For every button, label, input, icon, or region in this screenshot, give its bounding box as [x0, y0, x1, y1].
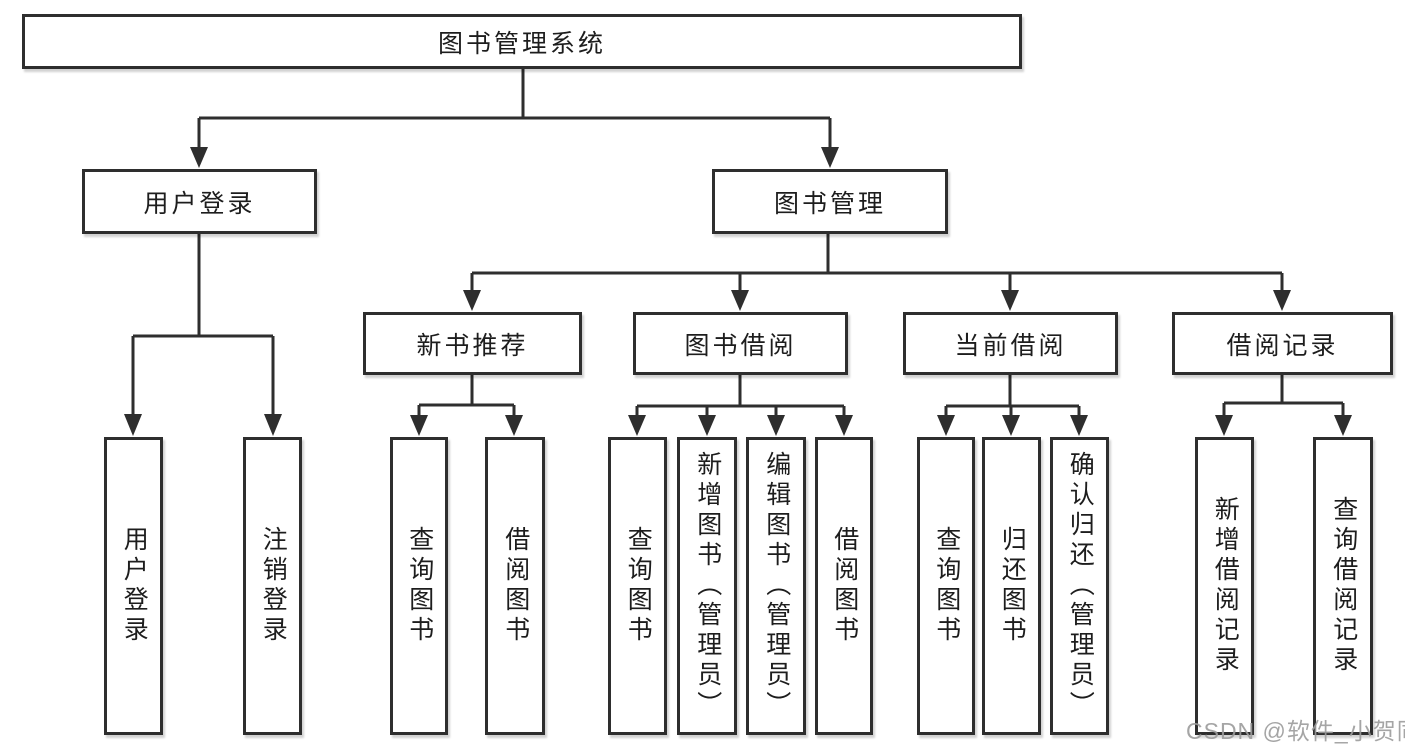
node-user-login: 用户登录 [82, 169, 317, 234]
node-leaf-return-book: 归还图书 [982, 437, 1041, 735]
node-leaf-query-book: 查询图书 [390, 437, 448, 735]
node-leaf-add-book-admin: 新增图书（管理员） [677, 437, 737, 735]
node-label: 用户登录 [143, 189, 256, 218]
node-library-system: 图书管理系统 [22, 14, 1022, 69]
node-label: 新增图书（管理员） [693, 451, 722, 721]
node-label: 新增借阅记录 [1211, 496, 1240, 676]
node-label: 图书管理 [773, 189, 886, 218]
node-leaf-query-book: 查询图书 [608, 437, 667, 735]
node-label: 归还图书 [998, 526, 1027, 646]
node-leaf-add-borrow-record: 新增借阅记录 [1195, 437, 1254, 735]
node-current-borrow: 当前借阅 [903, 312, 1118, 375]
node-label: 确认归还（管理员） [1066, 451, 1095, 721]
node-label: 借阅记录 [1226, 331, 1339, 360]
node-leaf-edit-book-admin: 编辑图书（管理员） [746, 437, 806, 735]
node-label: 查询图书 [932, 526, 961, 646]
node-label: 借阅图书 [501, 526, 530, 646]
node-leaf-confirm-return-admin: 确认归还（管理员） [1050, 437, 1109, 735]
node-label: 查询图书 [405, 526, 434, 646]
node-label: 图书管理系统 [437, 29, 606, 58]
node-leaf-logout: 注销登录 [243, 437, 302, 735]
csdn-watermark: CSDN @软件_小贺同学 [1186, 718, 1405, 744]
node-label: 借阅图书 [830, 526, 859, 646]
node-leaf-query-borrow-record: 查询借阅记录 [1313, 437, 1373, 735]
node-label: 图书借阅 [684, 331, 797, 360]
node-leaf-query-book: 查询图书 [917, 437, 975, 735]
node-label: 查询借阅记录 [1329, 496, 1358, 676]
node-new-book-recommend: 新书推荐 [363, 312, 582, 375]
node-label: 新书推荐 [416, 331, 529, 360]
node-book-management: 图书管理 [712, 169, 948, 234]
node-label: 当前借阅 [954, 331, 1067, 360]
node-leaf-borrow-book: 借阅图书 [815, 437, 873, 735]
node-label: 注销登录 [259, 526, 288, 646]
node-label: 编辑图书（管理员） [762, 451, 791, 721]
node-book-borrow: 图书借阅 [633, 312, 848, 375]
node-label: 用户登录 [120, 526, 149, 646]
node-leaf-user-login: 用户登录 [104, 437, 163, 735]
node-borrow-record: 借阅记录 [1172, 312, 1393, 375]
node-label: 查询图书 [624, 526, 653, 646]
node-leaf-borrow-book: 借阅图书 [485, 437, 545, 735]
